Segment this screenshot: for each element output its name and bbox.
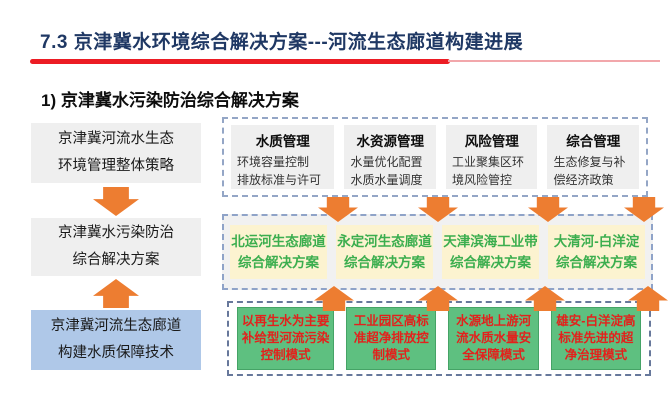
corridor-box-line: 北运河生态廊道: [231, 234, 326, 249]
corridor-box-daqinghe: 大清河-白洋淀 综合解决方案: [548, 225, 645, 279]
mode-box-line: 水源地上游河: [456, 314, 532, 328]
flow-box-line: 京津冀河流水生态: [58, 131, 174, 147]
corridor-row: 北运河生态廊道 综合解决方案 永定河生态廊道 综合解决方案 天津滨海工业带 综合…: [222, 214, 653, 290]
mode-box-line: 控制模式: [260, 348, 311, 362]
mode-row: 以再生水为主要 补给型河流污染 控制模式 工业园区高标 准超净排放控 制模式 水…: [227, 301, 651, 376]
mode-box-line: 标准先进的超: [558, 331, 634, 345]
corridor-box-line: 综合解决方案: [238, 255, 319, 270]
title-underline: [30, 59, 660, 65]
corridor-box-line: 天津滨海工业带: [443, 234, 538, 249]
flow-box-line: 综合解决方案: [72, 252, 160, 268]
flow-box-line: 构建水质保障技术: [58, 345, 174, 361]
flow-box-strategy: 京津冀河流水生态 环境管理整体策略: [31, 123, 201, 183]
mode-box-line: 补给型河流污染: [241, 331, 330, 345]
mode-box-line: 以再生水为主要: [241, 314, 330, 328]
management-column-header: 水质管理: [255, 134, 310, 149]
title-underline-thin: [448, 60, 660, 62]
management-row: 水质管理 环境容量控制 排放标准与许可 水资源管理 水量优化配置 水质水量调度 …: [222, 117, 648, 197]
mode-box-reclaimed-water: 以再生水为主要 补给型河流污染 控制模式: [237, 307, 335, 370]
flow-box-solution: 京津冀水污染防治 综合解决方案: [31, 218, 201, 276]
management-column-water-resources: 水资源管理 水量优化配置 水质水量调度: [344, 125, 436, 189]
flow-box-line: 京津冀河流生态廊道: [50, 318, 182, 334]
flow-box-line: 京津冀水污染防治: [58, 225, 174, 241]
management-column-header: 水资源管理: [356, 134, 424, 149]
flow-box-technology: 京津冀河流生态廊道 构建水质保障技术: [31, 310, 201, 370]
management-item: 水质水量调度: [350, 173, 423, 187]
mode-box-industrial-park: 工业园区高标 准超净排放控 制模式: [346, 307, 437, 370]
management-item: 环境容量控制: [237, 155, 310, 169]
corridor-box-line: 大清河-白洋淀: [553, 234, 640, 249]
mode-box-xiongan: 雄安-白洋淀高 标准先进的超 净治理模式: [550, 307, 642, 370]
mode-box-line: 工业园区高标: [353, 314, 429, 328]
corridor-box-yongdinghe: 永定河生态廊道 综合解决方案: [336, 225, 433, 279]
mode-box-water-source: 水源地上游河 流水质水量安 全保障模式: [448, 307, 539, 370]
management-column-comprehensive: 综合管理 生态修复与补偿经济政策: [547, 125, 639, 189]
management-column-water-quality: 水质管理 环境容量控制 排放标准与许可: [231, 125, 335, 189]
section-heading: 1) 京津冀水污染防治综合解决方案: [41, 91, 299, 110]
corridor-box-beiyunhe: 北运河生态廊道 综合解决方案: [230, 225, 327, 279]
arrow-up-icon: [93, 279, 139, 308]
mode-box-line: 雄安-白洋淀高: [556, 314, 636, 328]
management-column-header: 综合管理: [566, 134, 621, 149]
management-item: 水量优化配置: [350, 155, 423, 169]
mode-box-line: 净治理模式: [564, 348, 628, 362]
corridor-box-line: 综合解决方案: [344, 255, 425, 270]
management-item: 排放标准与许可: [237, 173, 322, 187]
mode-box-line: 流水质水量安: [456, 331, 532, 345]
flow-box-line: 环境管理整体策略: [58, 158, 174, 174]
management-item: 生态修复与补偿经济政策: [553, 155, 626, 187]
corridor-box-line: 永定河生态廊道: [337, 234, 432, 249]
corridor-box-line: 综合解决方案: [556, 255, 637, 270]
management-column-risk: 风险管理 工业聚集区环境风险管控: [445, 125, 538, 189]
mode-box-line: 全保障模式: [462, 348, 525, 362]
title-underline-thick: [30, 59, 450, 64]
management-item: 工业聚集区环境风险管控: [451, 155, 524, 187]
mode-box-line: 制模式: [372, 348, 411, 362]
management-column-header: 风险管理: [464, 134, 519, 149]
arrow-down-icon: [93, 187, 139, 216]
corridor-box-tianjin-binhai: 天津滨海工业带 综合解决方案: [442, 225, 539, 279]
mode-box-line: 准超净排放控: [353, 331, 429, 345]
corridor-box-line: 综合解决方案: [450, 255, 531, 270]
page-title: 7.3 京津冀水环境综合解决方案---河流生态廊道构建进展: [40, 32, 524, 53]
